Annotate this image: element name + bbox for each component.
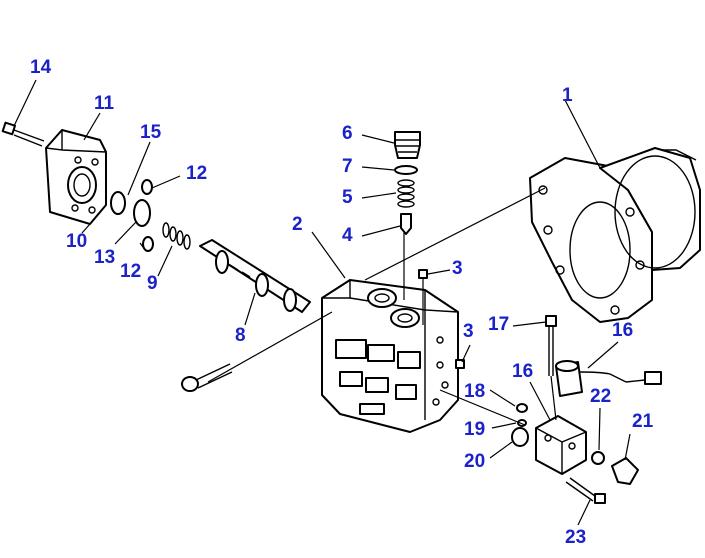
callout-11: 11: [94, 93, 115, 114]
callout-23: 23: [565, 527, 587, 548]
callout-16-lower: 16: [512, 361, 534, 382]
part-2-valve-body: [321, 279, 459, 433]
callout-22: 22: [590, 386, 612, 407]
part-16-solenoid-upper: [555, 360, 662, 397]
callout-4: 4: [342, 225, 353, 246]
callout-9: 9: [147, 273, 158, 294]
callout-17: 17: [488, 314, 510, 335]
part-16-solenoid-lower: [535, 415, 587, 475]
callout-leaders: [13, 79, 631, 526]
part-18-o-ring: [516, 403, 528, 413]
callout-16-upper: 16: [612, 320, 634, 341]
part-9-spring: [162, 222, 191, 250]
callout-1: 1: [562, 85, 573, 106]
callout-5: 5: [342, 187, 353, 208]
callout-12-lower: 12: [120, 261, 142, 282]
alignment-lines: [207, 187, 557, 426]
callout-13: 13: [94, 247, 116, 268]
callout-12-upper: 12: [186, 163, 208, 184]
part-11-end-cover: [45, 129, 107, 225]
part-21-plug: [611, 457, 639, 485]
part-long-bolt: [181, 363, 233, 392]
callout-20: 20: [464, 451, 486, 472]
part-5-spring: [397, 179, 415, 208]
part-1-motor-housing: [529, 147, 701, 323]
callout-7: 7: [342, 156, 353, 177]
part-3-plug-top: [418, 269, 428, 279]
part-20-o-ring: [511, 427, 529, 447]
callout-2: 2: [292, 214, 303, 235]
part-23-bolt: [565, 477, 606, 504]
part-17-bolt: [545, 315, 557, 376]
part-12-o-ring-upper: [141, 179, 153, 195]
part-8-spool: [199, 239, 311, 313]
part-13-seal: [110, 191, 126, 215]
callout-19: 19: [464, 419, 486, 440]
callout-3-top: 3: [452, 258, 463, 279]
callout-3-side: 3: [463, 321, 474, 342]
part-3-plug-side: [455, 359, 465, 369]
part-7-o-ring: [394, 165, 418, 175]
callout-21: 21: [632, 411, 654, 432]
part-22-o-ring: [591, 451, 605, 465]
part-4-poppet: [400, 213, 412, 235]
callout-6: 6: [342, 123, 353, 144]
callout-8: 8: [235, 325, 246, 346]
part-12-o-ring-lower: [142, 236, 154, 252]
callout-10: 10: [66, 231, 88, 252]
part-15-ring: [133, 199, 151, 227]
callout-18: 18: [464, 381, 486, 402]
part-6-plug: [394, 131, 421, 159]
callout-14: 14: [30, 57, 52, 78]
callout-15: 15: [140, 122, 162, 143]
part-14-bolt: [1, 121, 45, 147]
